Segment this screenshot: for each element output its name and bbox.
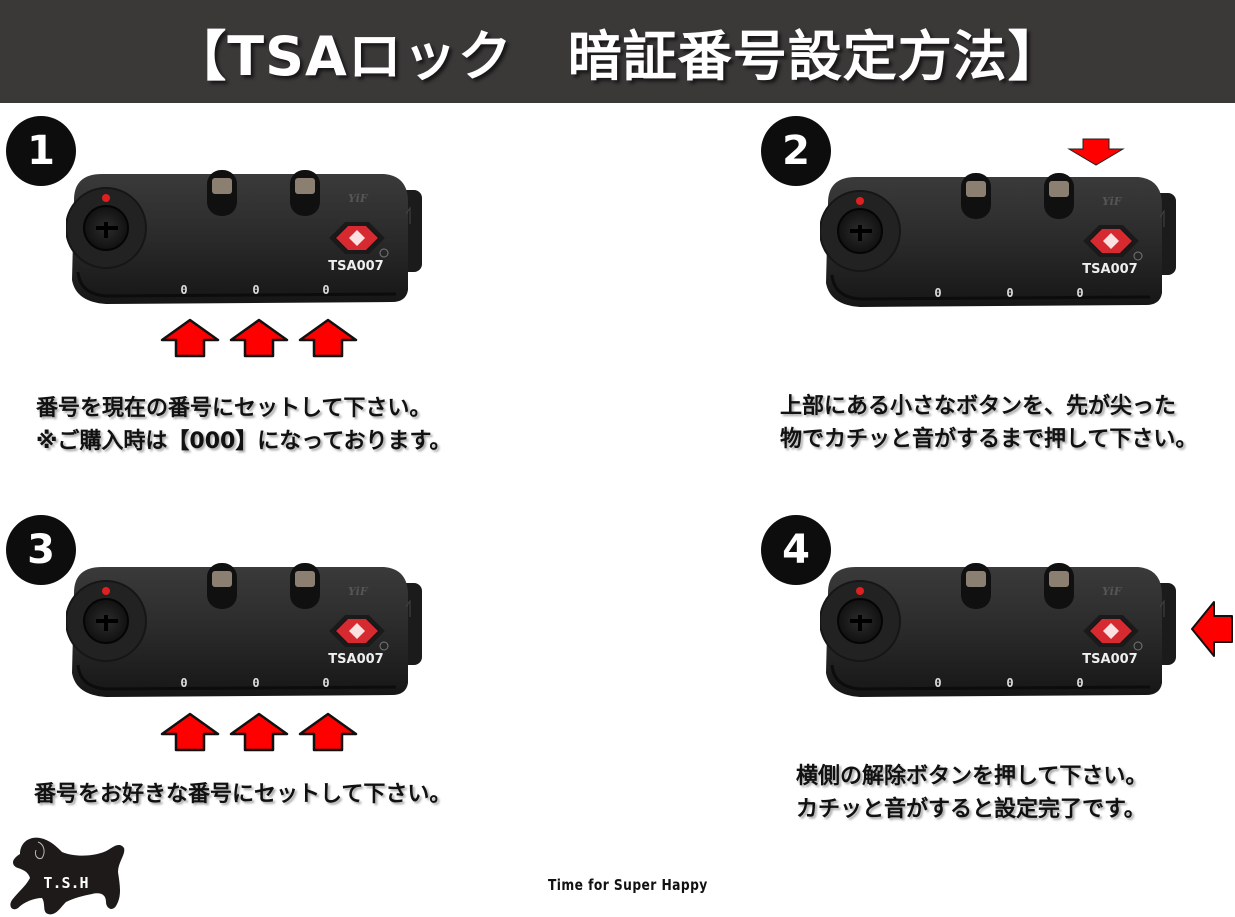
caption-line: ※ご購入時は【000】になっております。 [36,429,452,454]
dog-silhouette-icon: T.S.H [10,837,125,915]
svg-text:TSA007: TSA007 [328,259,383,274]
svg-text:YiF: YiF [348,192,369,205]
svg-text:0: 0 [252,676,259,690]
svg-text:0: 0 [1006,286,1013,300]
svg-text:TSA007: TSA007 [1082,262,1137,277]
step-number-badge: 3 [6,515,76,585]
svg-text:TSA007: TSA007 [1082,652,1137,667]
svg-text:0: 0 [180,283,187,297]
step-3-instructions: 番号をお好きな番号にセットして下さい。 [34,778,451,811]
step-2: 2 YiF TSA007 0 0 0 上部にある小さなボタンを、先が尖った 物で… [620,110,1235,470]
step-4-instructions: 横側の解除ボタンを押して下さい。 カチッと音がすると設定完了です。 [796,760,1147,826]
footer-tagline: Time for Super Happy [548,876,708,894]
caption-line: 横側の解除ボタンを押して下さい。 [796,764,1148,789]
page-title: 【TSAロック 暗証番号設定方法】 [172,25,1063,88]
logo-text: T.S.H [43,874,88,892]
caption-line: 上部にある小さなボタンを、先が尖った [780,394,1177,419]
left-arrow-icon [1190,600,1234,658]
step-number-badge: 2 [761,116,831,186]
tsh-logo: T.S.H [6,832,128,916]
up-arrow-icon [160,712,220,752]
up-arrow-icon [229,318,289,358]
svg-text:0: 0 [934,286,941,300]
svg-text:0: 0 [1076,676,1083,690]
svg-text:0: 0 [1076,286,1083,300]
caption-line: カチッと音がすると設定完了です。 [796,797,1146,822]
up-arrow-icon [160,318,220,358]
tsa-lock-image: YiF TSA007 0 0 0 [820,165,1180,315]
tsa-lock-image: YiF TSA007 0 0 0 [66,162,426,312]
svg-text:0: 0 [252,283,259,297]
step-3: 3 YiF TSA007 0 0 0 番号をお好きな番号にセットして下さい。 [0,510,620,820]
up-arrow-icon [229,712,289,752]
up-arrow-icon [298,712,358,752]
caption-line: 番号を現在の番号にセットして下さい。 [36,396,432,421]
caption-line: 物でカチッと音がするまで押して下さい。 [780,427,1198,452]
step-2-instructions: 上部にある小さなボタンを、先が尖った 物でカチッと音がするまで押して下さい。 [780,390,1197,456]
caption-line: 番号をお好きな番号にセットして下さい。 [34,782,452,807]
step-1-instructions: 番号を現在の番号にセットして下さい。 ※ご購入時は【000】になっております。 [36,392,451,458]
svg-text:YiF: YiF [1102,585,1123,598]
step-4: 4 YiF TSA007 0 0 0 横側の解除ボタンを押して下さい。 カチッと… [620,510,1235,830]
svg-text:YiF: YiF [1102,195,1123,208]
svg-text:0: 0 [180,676,187,690]
svg-text:0: 0 [934,676,941,690]
step-number-badge: 1 [6,116,76,186]
svg-text:TSA007: TSA007 [328,652,383,667]
svg-text:0: 0 [322,283,329,297]
svg-text:YiF: YiF [348,585,369,598]
step-1: 1 YiF TSA007 0 0 0 番号を現在の番号にセットして下さい。 ※ご… [0,110,620,470]
title-banner: 【TSAロック 暗証番号設定方法】 [0,0,1235,103]
tsa-lock-image: YiF TSA007 0 0 0 [820,555,1180,705]
svg-text:0: 0 [322,676,329,690]
tsa-lock-image: YiF TSA007 0 0 0 [66,555,426,705]
up-arrow-icon [298,318,358,358]
down-arrow-icon [1067,137,1125,167]
svg-text:0: 0 [1006,676,1013,690]
step-number-badge: 4 [761,515,831,585]
